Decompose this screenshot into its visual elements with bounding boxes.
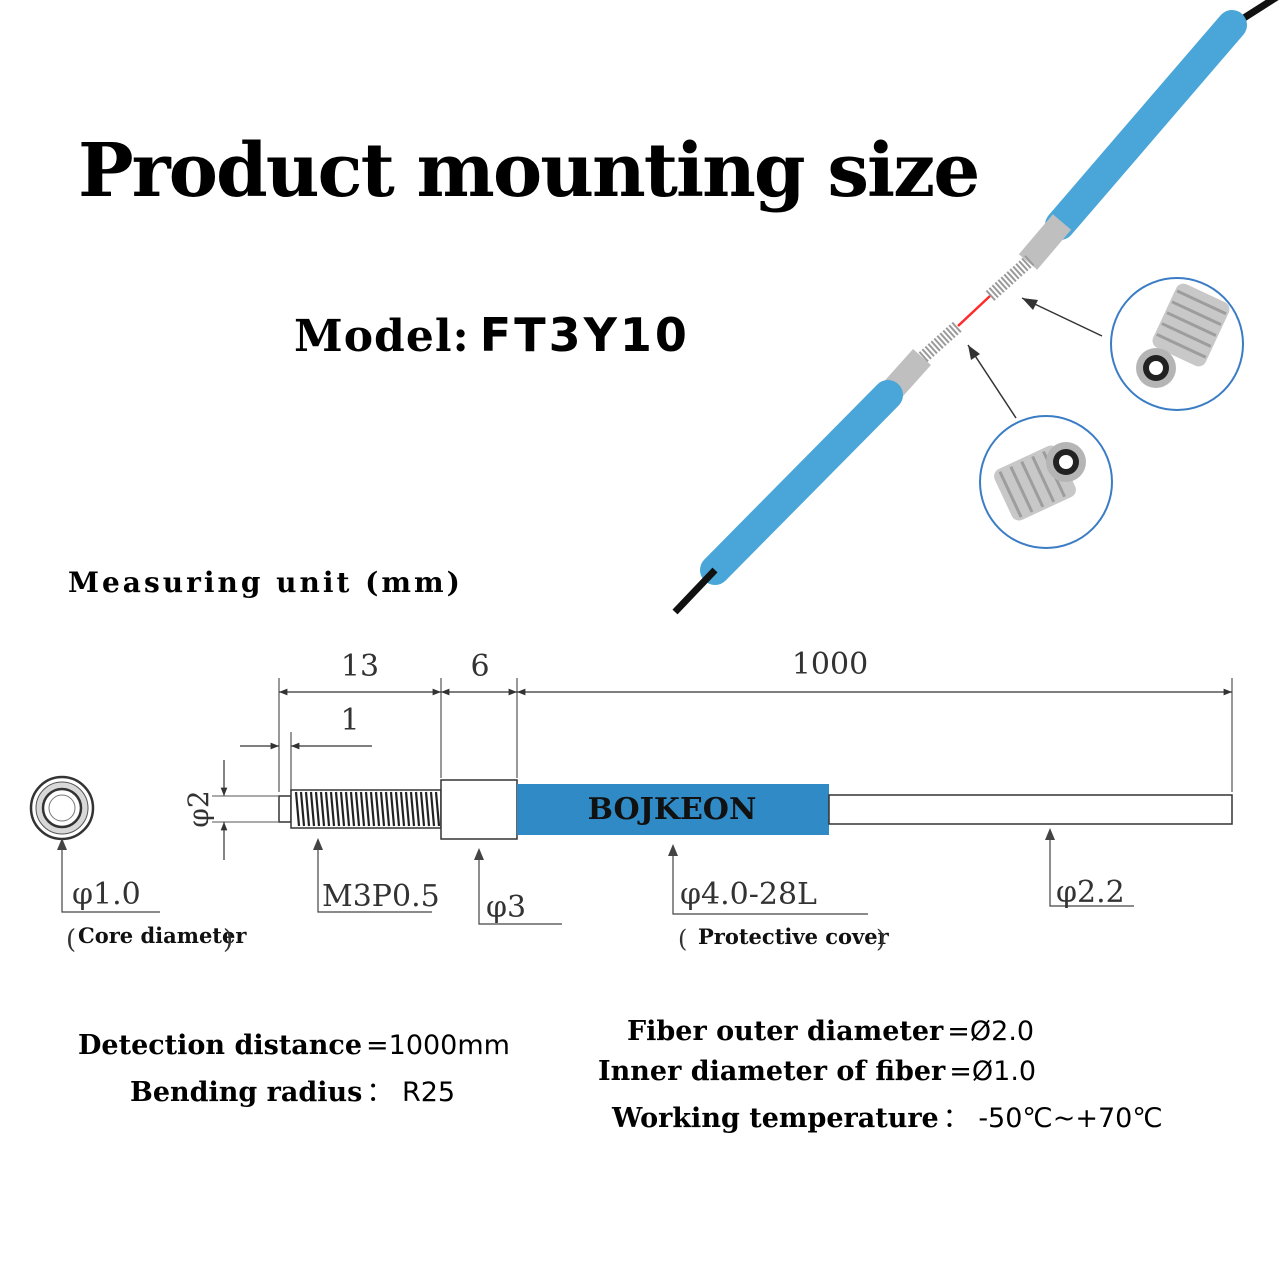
thread-ridge [314, 791, 321, 827]
unit-note: Measuring unit (mm) [68, 566, 463, 599]
lower-black-cable [672, 567, 718, 615]
red-beam [957, 295, 991, 327]
upper-blue-sleeve [1045, 10, 1247, 240]
dim-6: 6 [470, 649, 489, 684]
thread-ridge [384, 791, 391, 827]
callout-core: φ1.0 [72, 877, 141, 912]
cover-note-open: ( [678, 925, 687, 953]
arrowhead-upper [1022, 298, 1038, 310]
spec-value: ： -50℃~+70℃ [942, 1103, 1163, 1134]
spec-detection-distance: Detection distance =1000mm [78, 1030, 510, 1061]
core-note-close: ) [223, 925, 233, 955]
thread-ridge [309, 791, 316, 827]
thread-ridge [339, 791, 346, 827]
zoom-connector-lower [979, 415, 1113, 549]
thread-ridge [319, 791, 326, 827]
thread-ridge [399, 791, 406, 827]
dimension-drawing: 13 6 1000 1 φ2 BOJKEON [29, 647, 1233, 955]
spec-inner-diameter: Inner diameter of fiber =Ø1.0 [598, 1056, 1036, 1087]
model-line: Model: FT3Y10 [294, 308, 690, 362]
thread-ridge [389, 791, 396, 827]
spec-key: Fiber outer diameter [627, 1016, 944, 1047]
thread-ridge [379, 791, 386, 827]
extension-lines [278, 678, 1233, 792]
lower-thread [915, 321, 963, 365]
thread-ridge [299, 791, 306, 827]
spec-value: =Ø2.0 [947, 1016, 1035, 1047]
spec-fiber-outer-diameter: Fiber outer diameter =Ø2.0 [627, 1016, 1034, 1047]
dim-1: 1 [340, 703, 359, 738]
callout-thread: M3P0.5 [322, 879, 440, 914]
thread-ridge [434, 791, 441, 827]
thread-pattern [294, 791, 441, 827]
upper-metal-sleeve [1018, 214, 1072, 270]
thread-ridge [334, 791, 341, 827]
spec-key: Working temperature [612, 1103, 939, 1134]
spec-bending-radius: Bending radius ： R25 [130, 1070, 455, 1109]
product-illustration [672, 0, 1279, 615]
core-end-view [29, 775, 95, 841]
callout-cover-note: Protective cover [698, 924, 890, 949]
brand-label: BOJKEON [588, 792, 757, 827]
thread-ridge [354, 791, 361, 827]
spec-key: Bending radius [130, 1077, 363, 1108]
spec-value: ： R25 [366, 1077, 456, 1108]
thread-ridge [344, 791, 351, 827]
dim-d2: φ2 [182, 790, 215, 827]
thread-ridge [394, 791, 401, 827]
thread-ridge [404, 791, 411, 827]
thread-ridge [414, 791, 421, 827]
cover-note-close: ) [876, 925, 885, 953]
zoom-connector-upper [1110, 277, 1244, 411]
dim-1000: 1000 [792, 647, 868, 682]
thread-ridge [419, 791, 426, 827]
callout-cable: φ2.2 [1056, 875, 1125, 910]
callout-cover: φ4.0-28L [680, 877, 817, 912]
thread-ridge [374, 791, 381, 827]
thread-ridge [359, 791, 366, 827]
spec-value: =1000mm [366, 1030, 510, 1061]
thread-ridge [429, 791, 436, 827]
lower-blue-sleeve [700, 380, 903, 585]
thread-ridge [369, 791, 376, 827]
upper-thread [985, 255, 1035, 301]
thread-ridge [329, 791, 336, 827]
leader-lines [61, 830, 1134, 925]
callout-sleeve: φ3 [486, 890, 526, 925]
spec-key: Detection distance [78, 1030, 363, 1061]
model-label: Model: [294, 311, 470, 362]
probe-tip [278, 795, 292, 823]
thread-ridge [349, 791, 356, 827]
thread-ridge [294, 791, 301, 827]
metal-sleeve [440, 779, 518, 840]
fiber-cable [828, 794, 1233, 825]
callout-core-note: Core diameter [78, 923, 247, 948]
spec-value: =Ø1.0 [949, 1056, 1037, 1087]
leader-arrowheads [57, 828, 1055, 860]
thread-ridge [409, 791, 416, 827]
dim-13: 13 [341, 649, 379, 684]
thread-ridge [364, 791, 371, 827]
thread-ridge [304, 791, 311, 827]
model-value: FT3Y10 [479, 308, 690, 362]
arrowhead-lower [968, 345, 980, 360]
arrow-lower [967, 344, 1017, 419]
thread-ridge [424, 791, 431, 827]
thread-ridge [324, 791, 331, 827]
spec-working-temperature: Working temperature ： -50℃~+70℃ [612, 1096, 1163, 1135]
spec-key: Inner diameter of fiber [598, 1056, 946, 1087]
protective-cover [517, 784, 829, 835]
core-note-open: ( [66, 925, 76, 955]
page-title: Product mounting size [78, 128, 980, 214]
